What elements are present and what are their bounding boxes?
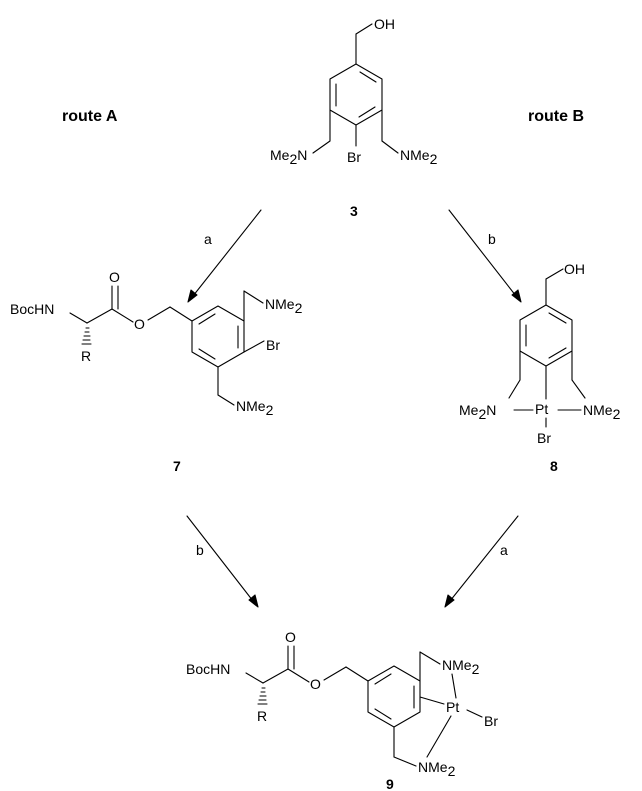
compound-8-pt: Pt (535, 401, 548, 417)
compound-7-top-amine: NMe2 (265, 296, 303, 316)
compound-7-c-oester-bond (111, 308, 134, 323)
compound-9-c-pt-bond (419, 696, 445, 705)
compound-9-r: R (257, 708, 267, 724)
compound-9-boc: BocHN (186, 661, 230, 677)
compound-3-right-amine: NMe2 (400, 147, 438, 167)
compound-9-top-n-pt-bond (451, 673, 457, 699)
compound-7-br-bond (243, 340, 265, 353)
compound-9-top-n-bond (419, 651, 441, 665)
compound-7-calpha-c-bond (86, 308, 113, 324)
compound-8-number: 8 (550, 458, 558, 474)
arrow-3-to-7 (187, 209, 262, 303)
arrow-b-label-bottom: b (196, 542, 204, 558)
compound-3-ring (329, 63, 383, 126)
arrow-3-to-8 (448, 209, 522, 303)
compound-7-hashed-wedge (81, 327, 92, 345)
compound-9-bottom-n-bond (393, 756, 417, 767)
compound-7-r: R (81, 348, 91, 364)
compound-8-oh: OH (564, 261, 585, 277)
compound-8-left-amine: Me2N (459, 402, 496, 422)
compound-9-ring-double-3 (374, 708, 392, 720)
compound-7-bottom-n-bond (217, 394, 235, 406)
compound-8-oh-bond (545, 268, 564, 280)
compound-3-br: Br (347, 149, 361, 165)
compound-7-ch2-ring-bond (169, 306, 193, 322)
compound-9-bottom-n-pt-bond (426, 715, 452, 758)
compound-3-number: 3 (350, 203, 358, 219)
compound-9-ring-double-1 (374, 673, 392, 685)
compound-8-ring-double-2 (548, 347, 567, 359)
compound-9-calpha-c-bond (262, 668, 289, 684)
compound-8-br: Br (537, 430, 551, 446)
compound-7: BocHN R O O NMe2 Br NMe2 (10, 269, 303, 474)
compound-9-number: 9 (386, 776, 394, 791)
compound-8-right-amine: NMe2 (583, 402, 621, 422)
compound-8: OH Pt Br Me2N NMe2 8 (459, 261, 621, 474)
compound-7-number: 7 (173, 458, 181, 474)
compound-7-o-ch2-bond (147, 306, 171, 321)
route-a-label: route A (62, 108, 118, 125)
route-b-label: route B (528, 108, 584, 125)
compound-7-ester-o: O (134, 316, 145, 332)
compound-3-left-amine: Me2N (270, 147, 307, 167)
arrow-a-label-bottom: a (500, 542, 508, 558)
compound-9-hashed-wedge (257, 687, 268, 705)
compound-3-ring-double-2 (358, 106, 376, 118)
compound-9-nh-bond (245, 672, 264, 684)
compound-9-top-amine: NMe2 (442, 657, 480, 677)
compound-8-ring (519, 304, 573, 367)
compound-9-br: Br (484, 713, 498, 729)
arrow-b-label-top: b (488, 231, 496, 247)
compound-9-carbonyl-o: O (285, 629, 296, 645)
compound-7-ring-double-3 (198, 348, 216, 360)
compound-7-boc: BocHN (10, 301, 54, 317)
compound-3: OH Br Me2N NMe2 3 (270, 16, 438, 219)
compound-3-oh: OH (374, 16, 395, 32)
compound-7-top-n-bond (243, 290, 264, 304)
compound-7-bottom-amine: NMe2 (236, 398, 274, 418)
compound-3-ring-double-1 (359, 71, 377, 83)
compound-9-ring (367, 665, 421, 728)
compound-9: BocHN R O O NMe2 Pt Br (186, 629, 498, 791)
compound-8-right-n-bond (571, 379, 586, 399)
compound-9-bottom-amine: NMe2 (418, 759, 456, 779)
compound-3-right-n-bond (381, 140, 399, 154)
compound-7-ring (191, 305, 245, 368)
compound-3-oh-bond (355, 23, 373, 35)
compound-8-ring-double-1 (548, 312, 567, 324)
compound-3-left-n-bond (312, 140, 331, 154)
compound-7-ring-double-1 (198, 313, 216, 325)
arrow-7-to-9 (186, 515, 259, 608)
compound-9-ester-o: O (310, 676, 321, 692)
compound-7-br: Br (266, 337, 280, 353)
compound-9-pt-br-bond (466, 709, 483, 718)
compound-9-c-oester-bond (287, 668, 310, 683)
compound-8-left-n-bond (508, 379, 521, 399)
compound-7-nh-bond (69, 312, 88, 324)
compound-9-o-ch2-bond (323, 666, 347, 681)
arrow-8-to-9 (444, 515, 519, 608)
arrow-a-label-top: a (204, 231, 212, 247)
compound-7-carbonyl-o: O (109, 269, 120, 285)
compound-9-ch2-ring-bond (345, 666, 369, 682)
compound-9-pt: Pt (446, 699, 459, 715)
